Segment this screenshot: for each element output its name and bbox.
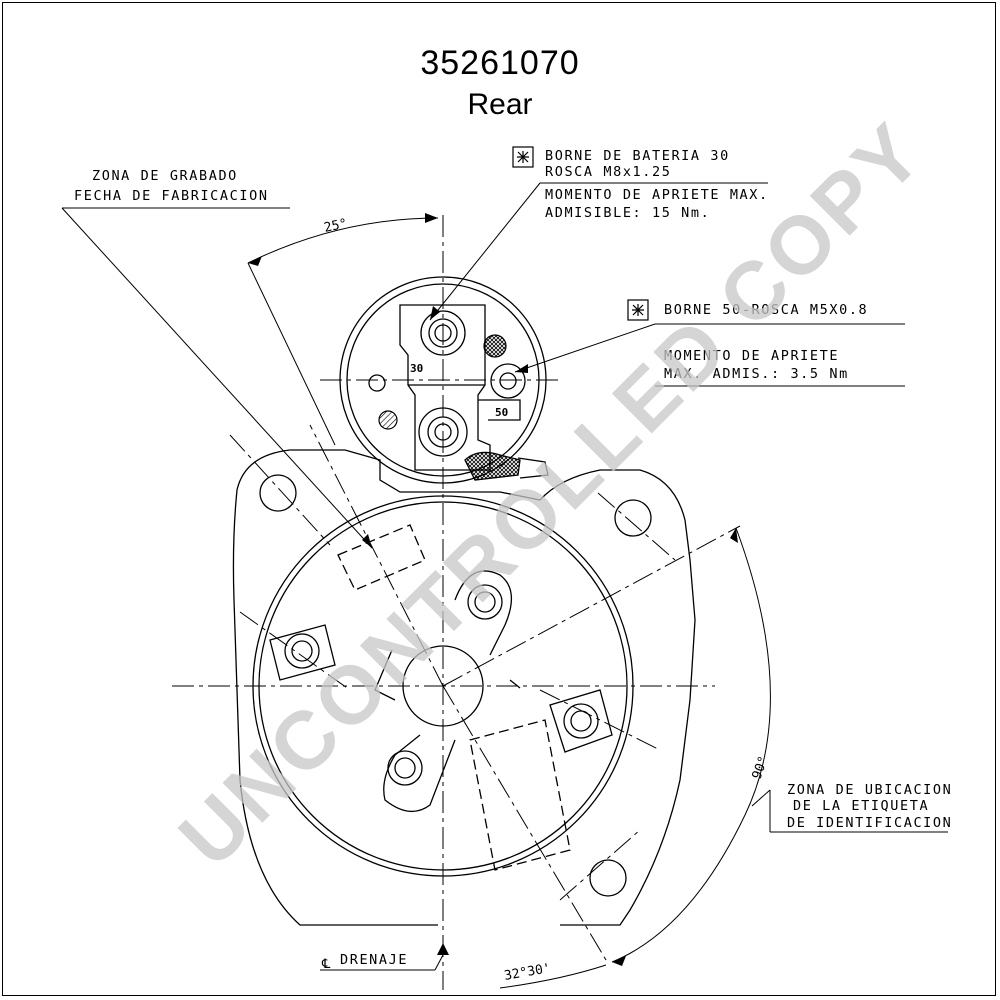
centerline-symbol: ℄ xyxy=(321,957,331,972)
engraving-zone-line2: FECHA DE FABRICACION xyxy=(74,188,269,204)
terminal-30-label: 30 xyxy=(410,362,423,375)
view-name: Rear xyxy=(467,88,533,121)
terminal-30-spec-line2: ROSCA M8x1.25 xyxy=(545,164,672,180)
label-zone-line1: ZONA DE UBICACION xyxy=(787,782,953,798)
flange-bolt-left xyxy=(269,624,336,681)
housing-outline xyxy=(232,449,696,926)
mount-hole-upper-right xyxy=(614,499,652,537)
part-number: 35261070 xyxy=(420,44,580,82)
mount-hole-lower-right xyxy=(589,859,627,897)
terminal-30-torque-line1: MOMENTO DE APRIETE MAX. xyxy=(545,187,769,203)
mount-hole-upper-left xyxy=(259,474,297,512)
terminal-50-stud xyxy=(490,363,526,399)
torque-symbol-30 xyxy=(512,146,534,168)
terminal-30-spec-line1: BORNE DE BATERIA 30 xyxy=(545,148,730,164)
label-zone-line3: DE IDENTIFICACION xyxy=(787,815,953,831)
terminal-50-spec: BORNE 50-ROSCA M5X0.8 xyxy=(664,302,869,318)
engraving-zone-line1: ZONA DE GRABADO xyxy=(92,168,238,184)
drain-label: DRENAJE xyxy=(340,952,409,968)
flange-bolt-bottom xyxy=(387,750,423,786)
terminal-50-label: 50 xyxy=(495,406,508,419)
label-zone-line2: DE LA ETIQUETA xyxy=(793,798,930,814)
angle-90: 90° xyxy=(750,754,772,781)
terminal-30-torque-line2: ADMISIBLE: 15 Nm. xyxy=(545,205,711,221)
angle-25: 25° xyxy=(323,216,349,236)
terminal-50-torque-line1: MOMENTO DE APRIETE xyxy=(664,348,840,364)
terminal-30-nut xyxy=(420,310,466,356)
torque-symbol-50 xyxy=(627,299,649,321)
terminal-50-torque-line2: MAX. ADMIS.: 3.5 Nm xyxy=(664,366,849,382)
flange-bolt-top xyxy=(467,584,503,620)
